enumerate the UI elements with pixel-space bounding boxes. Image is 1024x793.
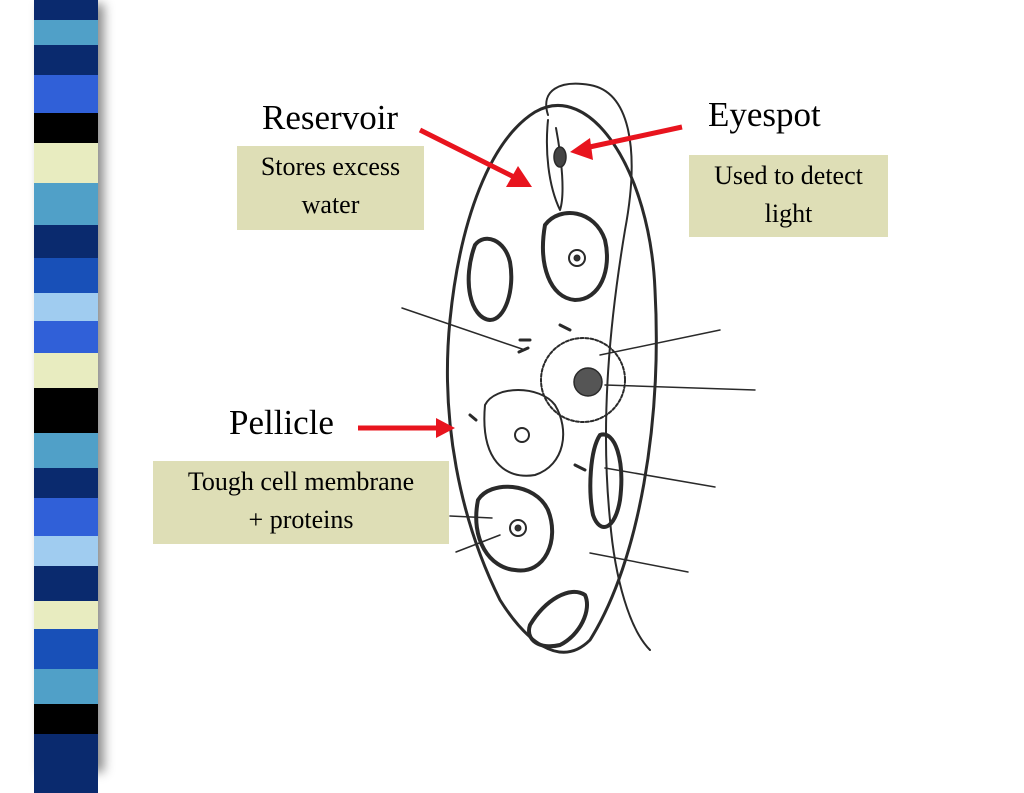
pellicle-note: Tough cell membrane + proteins [153,461,449,544]
reservoir-note-line1: Stores excess [260,152,401,181]
reservoir-arrowhead [506,166,532,187]
eyespot-label: Eyespot [708,95,821,134]
leader-line [604,384,756,391]
slide-border-strip [34,0,98,793]
reservoir-arrow [418,127,522,183]
eyespot-note-line2: light [764,199,813,228]
reservoir-label: Reservoir [262,98,399,137]
pellicle-label: Pellicle [229,403,334,442]
flagellum [545,82,651,651]
nucleus [540,337,626,423]
leader-line [589,552,689,573]
reservoir-note-line2: water [301,190,360,219]
leader-line [449,515,493,519]
pellicle-arrowhead [436,418,455,438]
leader-line [604,467,716,488]
chloroplast [483,389,565,477]
pellicle-note-line1: Tough cell membrane [187,467,415,496]
chloroplast [541,211,609,302]
cell-outline [445,104,658,654]
chloroplast [474,484,555,573]
leader-line [455,534,501,553]
reservoir-note: Stores excess water [237,146,424,230]
pyrenoid [509,519,527,537]
pointer-arrows [358,124,683,438]
eyespot-arrowhead [570,138,593,160]
eyespot-note: Used to detect light [689,155,888,237]
eyespot-note-line1: Used to detect [714,161,863,190]
chloroplast [588,432,624,529]
nucleolus [573,367,603,397]
leader-line [401,307,526,351]
leader-line [599,329,721,356]
chloroplast [466,236,514,322]
pellicle-note-line2: + proteins [248,505,354,534]
pyrenoid [568,249,586,267]
euglena-cell-diagram [358,82,756,654]
chloroplast [527,589,589,649]
eyespot-shape [553,146,567,168]
eyespot-arrow [584,124,683,151]
